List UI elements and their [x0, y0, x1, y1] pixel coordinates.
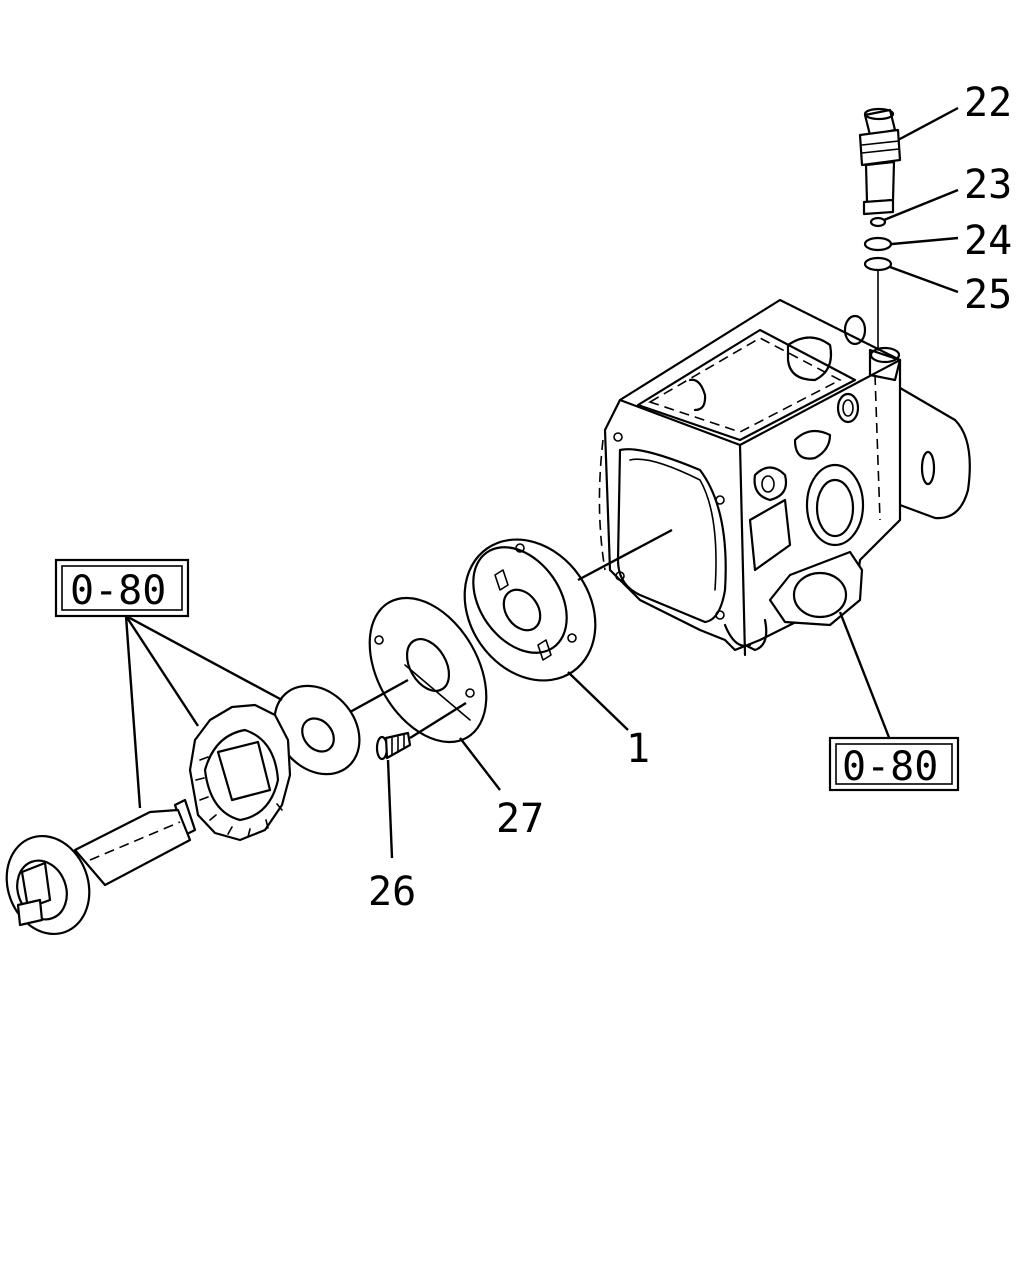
reference-box-left-label: 0-80 — [70, 568, 166, 614]
drive-shaft — [5, 798, 197, 936]
reference-box-right-label: 0-80 — [842, 744, 938, 790]
callout-1: 1 — [626, 726, 650, 772]
part-1-flange — [463, 538, 597, 682]
reference-box-left: 0-80 — [54, 558, 190, 618]
pump-housing — [598, 298, 971, 657]
callout-24: 24 — [964, 218, 1012, 264]
callout-23: 23 — [964, 162, 1012, 208]
valve-assembly — [858, 107, 902, 351]
callout-22: 22 — [964, 80, 1012, 126]
callout-26: 26 — [368, 869, 416, 915]
reference-box-right: 0-80 — [828, 736, 960, 792]
callout-27: 27 — [496, 796, 544, 842]
part-26-screw — [375, 731, 412, 761]
drive-gear — [188, 703, 292, 842]
leader-lines — [124, 106, 959, 859]
callout-25: 25 — [964, 272, 1012, 318]
part-27-plate — [368, 596, 488, 744]
